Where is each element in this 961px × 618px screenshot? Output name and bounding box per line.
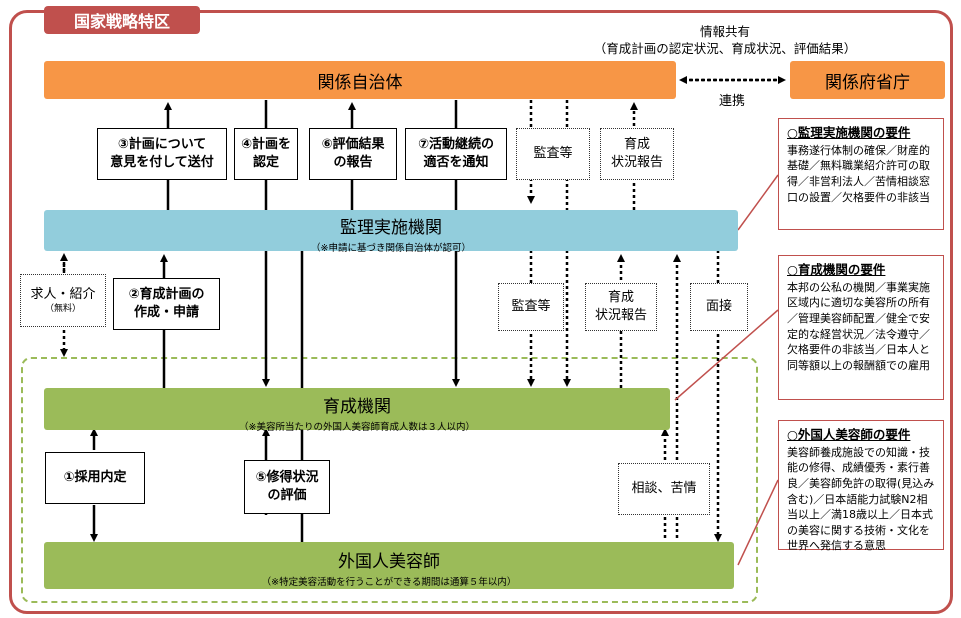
step1-label: ①採用内定: [45, 452, 145, 504]
cooperation-label: 連携: [718, 94, 745, 109]
supervisory-org-box: 監理実施機関 （※申請に基づき関係自治体が認可）: [44, 210, 738, 254]
progress-report-mid-label: 育成 状況報告: [585, 283, 657, 331]
step2-label: ②育成計画の 作成・申請: [113, 278, 220, 330]
national-strategic-zone-frame: [9, 10, 953, 614]
foreign-beautician-label: 外国人美容師: [338, 552, 440, 572]
interview-label: 面接: [690, 283, 748, 331]
training-zone-frame: [21, 357, 758, 603]
supervisory-org-label: 監理実施機関: [340, 218, 442, 238]
training-org-requirements: ○育成機関の要件 本邦の公私の機関／事業実施区域内に適切な美容所の所有／管理美容…: [778, 255, 944, 400]
info-sharing-title: 情報共有: [699, 24, 750, 39]
foreign-beautician-note: （※特定美容活動を行うことができる期間は通算５年以内）: [261, 577, 517, 588]
beautician-requirements-body: 美容師養成施設での知識・技能の修得、成績優秀・素行善良／美容師免許の取得(見込み…: [787, 445, 935, 553]
step4-label: ④計画を 認定: [234, 128, 298, 180]
training-org-requirements-body: 本邦の公私の機関／事業実施区域内に適切な美容所の所有／管理美容師配置／健全で安定…: [787, 280, 930, 372]
ministries-box: 関係府省庁: [790, 61, 945, 99]
step5-label: ⑤修得状況 の評価: [244, 460, 330, 514]
recruit-referral-free: （無料）: [44, 304, 81, 315]
training-org-note: （※美容所当たりの外国人美容師育成人数は３人以内）: [239, 422, 475, 433]
supervisory-requirements-body: 事務遂行体制の確保／財産的基礎／無料職業紹介許可の取得／非営利法人／苦情相談窓口…: [787, 143, 930, 204]
consultation-complaint-label: 相談、苦情: [618, 463, 710, 515]
supervisory-requirements: ○監理実施機関の要件 事務遂行体制の確保／財産的基礎／無料職業紹介許可の取得／非…: [778, 118, 944, 230]
progress-report-top-label: 育成 状況報告: [600, 128, 674, 180]
recruit-referral-label: 求人・紹介 （無料）: [20, 274, 106, 327]
diagram-title: 国家戦略特区: [44, 6, 200, 34]
supervisory-org-note: （※申請に基づき関係自治体が認可）: [311, 243, 471, 254]
beautician-requirements-title: ○外国人美容師の要件: [787, 427, 911, 442]
foreign-beautician-box: 外国人美容師 （※特定美容活動を行うことができる期間は通算５年以内）: [44, 542, 734, 589]
step6-label: ⑥評価結果 の報告: [309, 128, 397, 180]
step3-label: ③計画について 意見を付して送付: [97, 128, 227, 180]
info-sharing-note: 情報共有 （育成計画の認定状況、育成状況、評価結果）: [560, 24, 890, 58]
step7-label: ⑦活動継続の 適否を通知: [405, 128, 507, 180]
audit-mid-label: 監査等: [498, 283, 564, 331]
supervisory-requirements-title: ○監理実施機関の要件: [787, 125, 911, 140]
training-org-label: 育成機関: [323, 397, 391, 417]
audit-top-label: 監査等: [516, 128, 590, 180]
recruit-referral-text: 求人・紹介: [30, 286, 96, 302]
training-org-box: 育成機関 （※美容所当たりの外国人美容師育成人数は３人以内）: [44, 388, 670, 433]
info-sharing-detail: （育成計画の認定状況、育成状況、評価結果）: [593, 40, 857, 56]
beautician-requirements: ○外国人美容師の要件 美容師養成施設での知識・技能の修得、成績優秀・素行善良／美…: [778, 420, 944, 552]
training-org-requirements-title: ○育成機関の要件: [787, 262, 886, 277]
local-government-box: 関係自治体: [44, 61, 676, 99]
